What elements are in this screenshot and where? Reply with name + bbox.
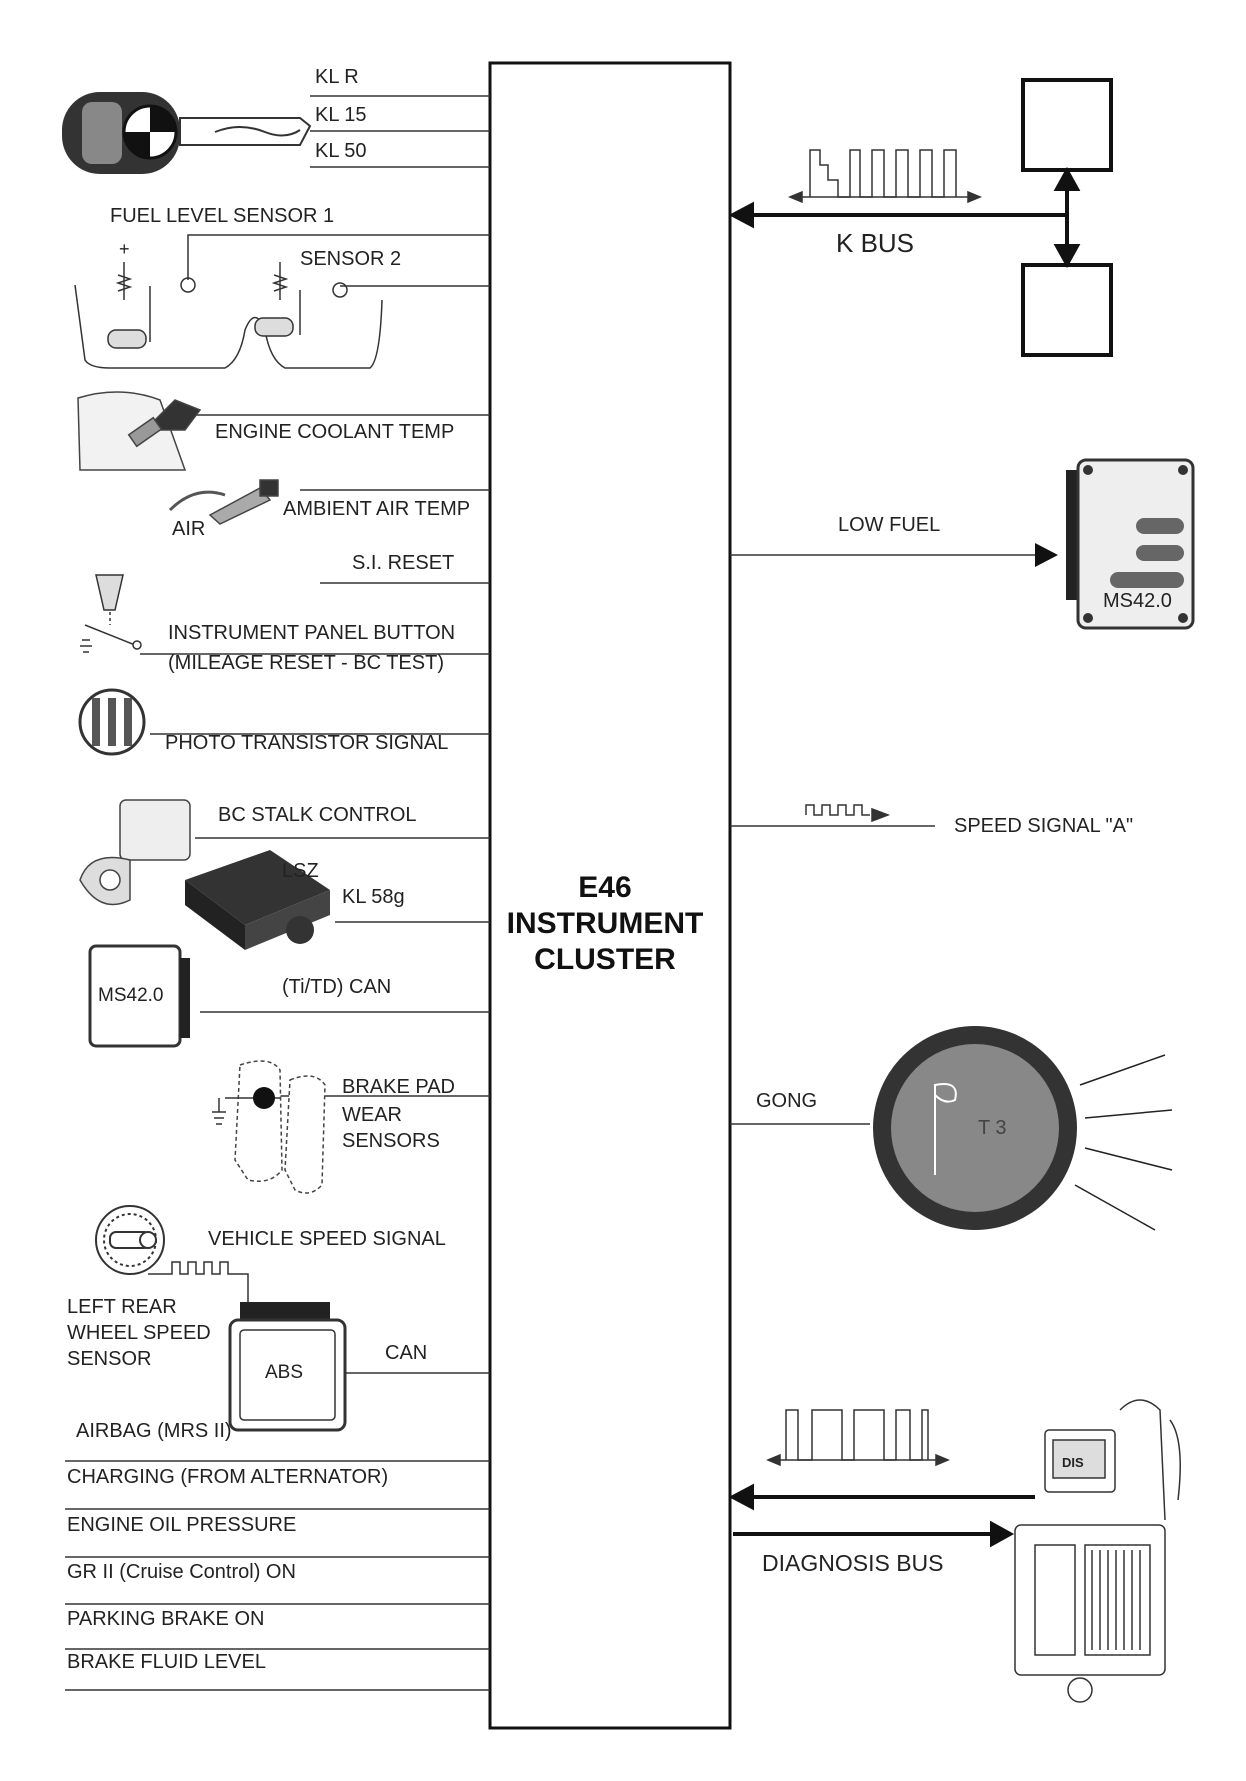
fuel-sensor-1-label: FUEL LEVEL SENSOR 1 bbox=[110, 205, 335, 227]
panel-button-icon bbox=[80, 574, 142, 653]
coolant-temp-label: ENGINE COOLANT TEMP bbox=[215, 421, 455, 443]
brake-pad-sensor-dot bbox=[212, 1087, 280, 1125]
air-label: AIR bbox=[172, 518, 206, 540]
bc-stalk-label: BC STALK CONTROL bbox=[218, 804, 417, 826]
gong-speaker-icon bbox=[873, 1026, 1173, 1231]
panel-button-label: INSTRUMENT PANEL BUTTON bbox=[168, 622, 456, 644]
diagnosis-bus-pulse bbox=[766, 1409, 950, 1467]
kl-58g-label: KL 58g bbox=[342, 886, 405, 908]
k-bus-arrows bbox=[728, 166, 1081, 269]
dis-label: DIS bbox=[1062, 1455, 1084, 1470]
ms42-left-label: MS42.0 bbox=[98, 985, 164, 1006]
cluster-title: E46 INSTRUMENT CLUSTER bbox=[490, 870, 720, 978]
low-fuel-line bbox=[730, 543, 1058, 567]
oil-pressure-label: ENGINE OIL PRESSURE bbox=[67, 1514, 297, 1536]
airbag-label: AIRBAG (MRS II) bbox=[76, 1420, 232, 1442]
brake-pad-label-3: SENSORS bbox=[342, 1130, 440, 1152]
speed-signal-a-output bbox=[730, 804, 935, 827]
coolant-temp-sensor-icon bbox=[77, 391, 202, 471]
bc-stalk-icon bbox=[79, 799, 191, 906]
kl-15-label: KL 15 bbox=[315, 104, 367, 126]
parking-brake-label: PARKING BRAKE ON bbox=[67, 1608, 265, 1630]
lsz-label: LSZ bbox=[282, 860, 319, 882]
brake-pad-icon bbox=[234, 1060, 326, 1194]
abs-label: ABS bbox=[265, 1362, 304, 1383]
brake-pad-label-1: BRAKE PAD bbox=[342, 1076, 455, 1098]
diagnosis-bus-label: DIAGNOSIS BUS bbox=[762, 1550, 944, 1576]
left-rear-label-1: LEFT REAR bbox=[67, 1296, 177, 1318]
diagnosis-bus-arrows bbox=[728, 1483, 1035, 1548]
ignition-key-icon bbox=[62, 92, 312, 174]
fuel-tank-icon bbox=[74, 262, 383, 369]
instrument-cluster-box bbox=[488, 61, 732, 1730]
ms42-ecu-left-icon bbox=[88, 944, 190, 1048]
dis-tester-icon bbox=[1014, 1399, 1181, 1703]
plus-sign: + bbox=[119, 239, 130, 259]
lsz-module-icon bbox=[185, 850, 330, 950]
left-rear-label-3: SENSOR bbox=[67, 1348, 152, 1370]
fuel-sensor-2-label: SENSOR 2 bbox=[300, 248, 402, 270]
speed-signal-a-label: SPEED SIGNAL "A" bbox=[954, 815, 1134, 837]
low-fuel-label: LOW FUEL bbox=[838, 514, 941, 536]
k-bus-pulse bbox=[788, 149, 982, 204]
ambient-air-temp-sensor-icon bbox=[168, 479, 279, 525]
abs-module-icon bbox=[228, 1302, 347, 1432]
cruise-label: GR II (Cruise Control) ON bbox=[67, 1561, 296, 1583]
ms42-ecu-right-icon bbox=[1066, 458, 1195, 630]
brake-fluid-label: BRAKE FLUID LEVEL bbox=[67, 1651, 266, 1673]
gong-t3-label: T 3 bbox=[978, 1117, 1007, 1139]
gong-label: GONG bbox=[756, 1090, 818, 1112]
vehicle-speed-pulse bbox=[148, 1261, 249, 1302]
brake-pad-label-2: WEAR bbox=[342, 1104, 402, 1126]
can-label: CAN bbox=[385, 1342, 428, 1364]
kl-50-label: KL 50 bbox=[315, 140, 367, 162]
k-bus-modules bbox=[1021, 78, 1113, 357]
cluster-title-line3: CLUSTER bbox=[534, 943, 676, 976]
cluster-title-line2: INSTRUMENT bbox=[506, 907, 704, 940]
cluster-title-line1: E46 bbox=[578, 871, 632, 904]
panel-button-sub-label: (MILEAGE RESET - BC TEST) bbox=[168, 652, 444, 674]
vehicle-speed-label: VEHICLE SPEED SIGNAL bbox=[208, 1228, 446, 1250]
kl-r-label: KL R bbox=[315, 66, 359, 88]
k-bus-label: K BUS bbox=[836, 228, 915, 258]
ambient-air-temp-label: AMBIENT AIR TEMP bbox=[283, 498, 471, 520]
si-reset-label: S.I. RESET bbox=[352, 552, 455, 574]
can-ti-td-label: (Ti/TD) CAN bbox=[282, 976, 392, 998]
wheel-speed-sensor-icon bbox=[95, 1205, 165, 1275]
charging-label: CHARGING (FROM ALTERNATOR) bbox=[67, 1466, 389, 1488]
left-rear-label-2: WHEEL SPEED bbox=[67, 1322, 211, 1344]
ms42-right-label: MS42.0 bbox=[1103, 590, 1172, 612]
photo-transistor-label: PHOTO TRANSISTOR SIGNAL bbox=[165, 732, 449, 754]
photo-transistor-icon bbox=[78, 688, 146, 756]
